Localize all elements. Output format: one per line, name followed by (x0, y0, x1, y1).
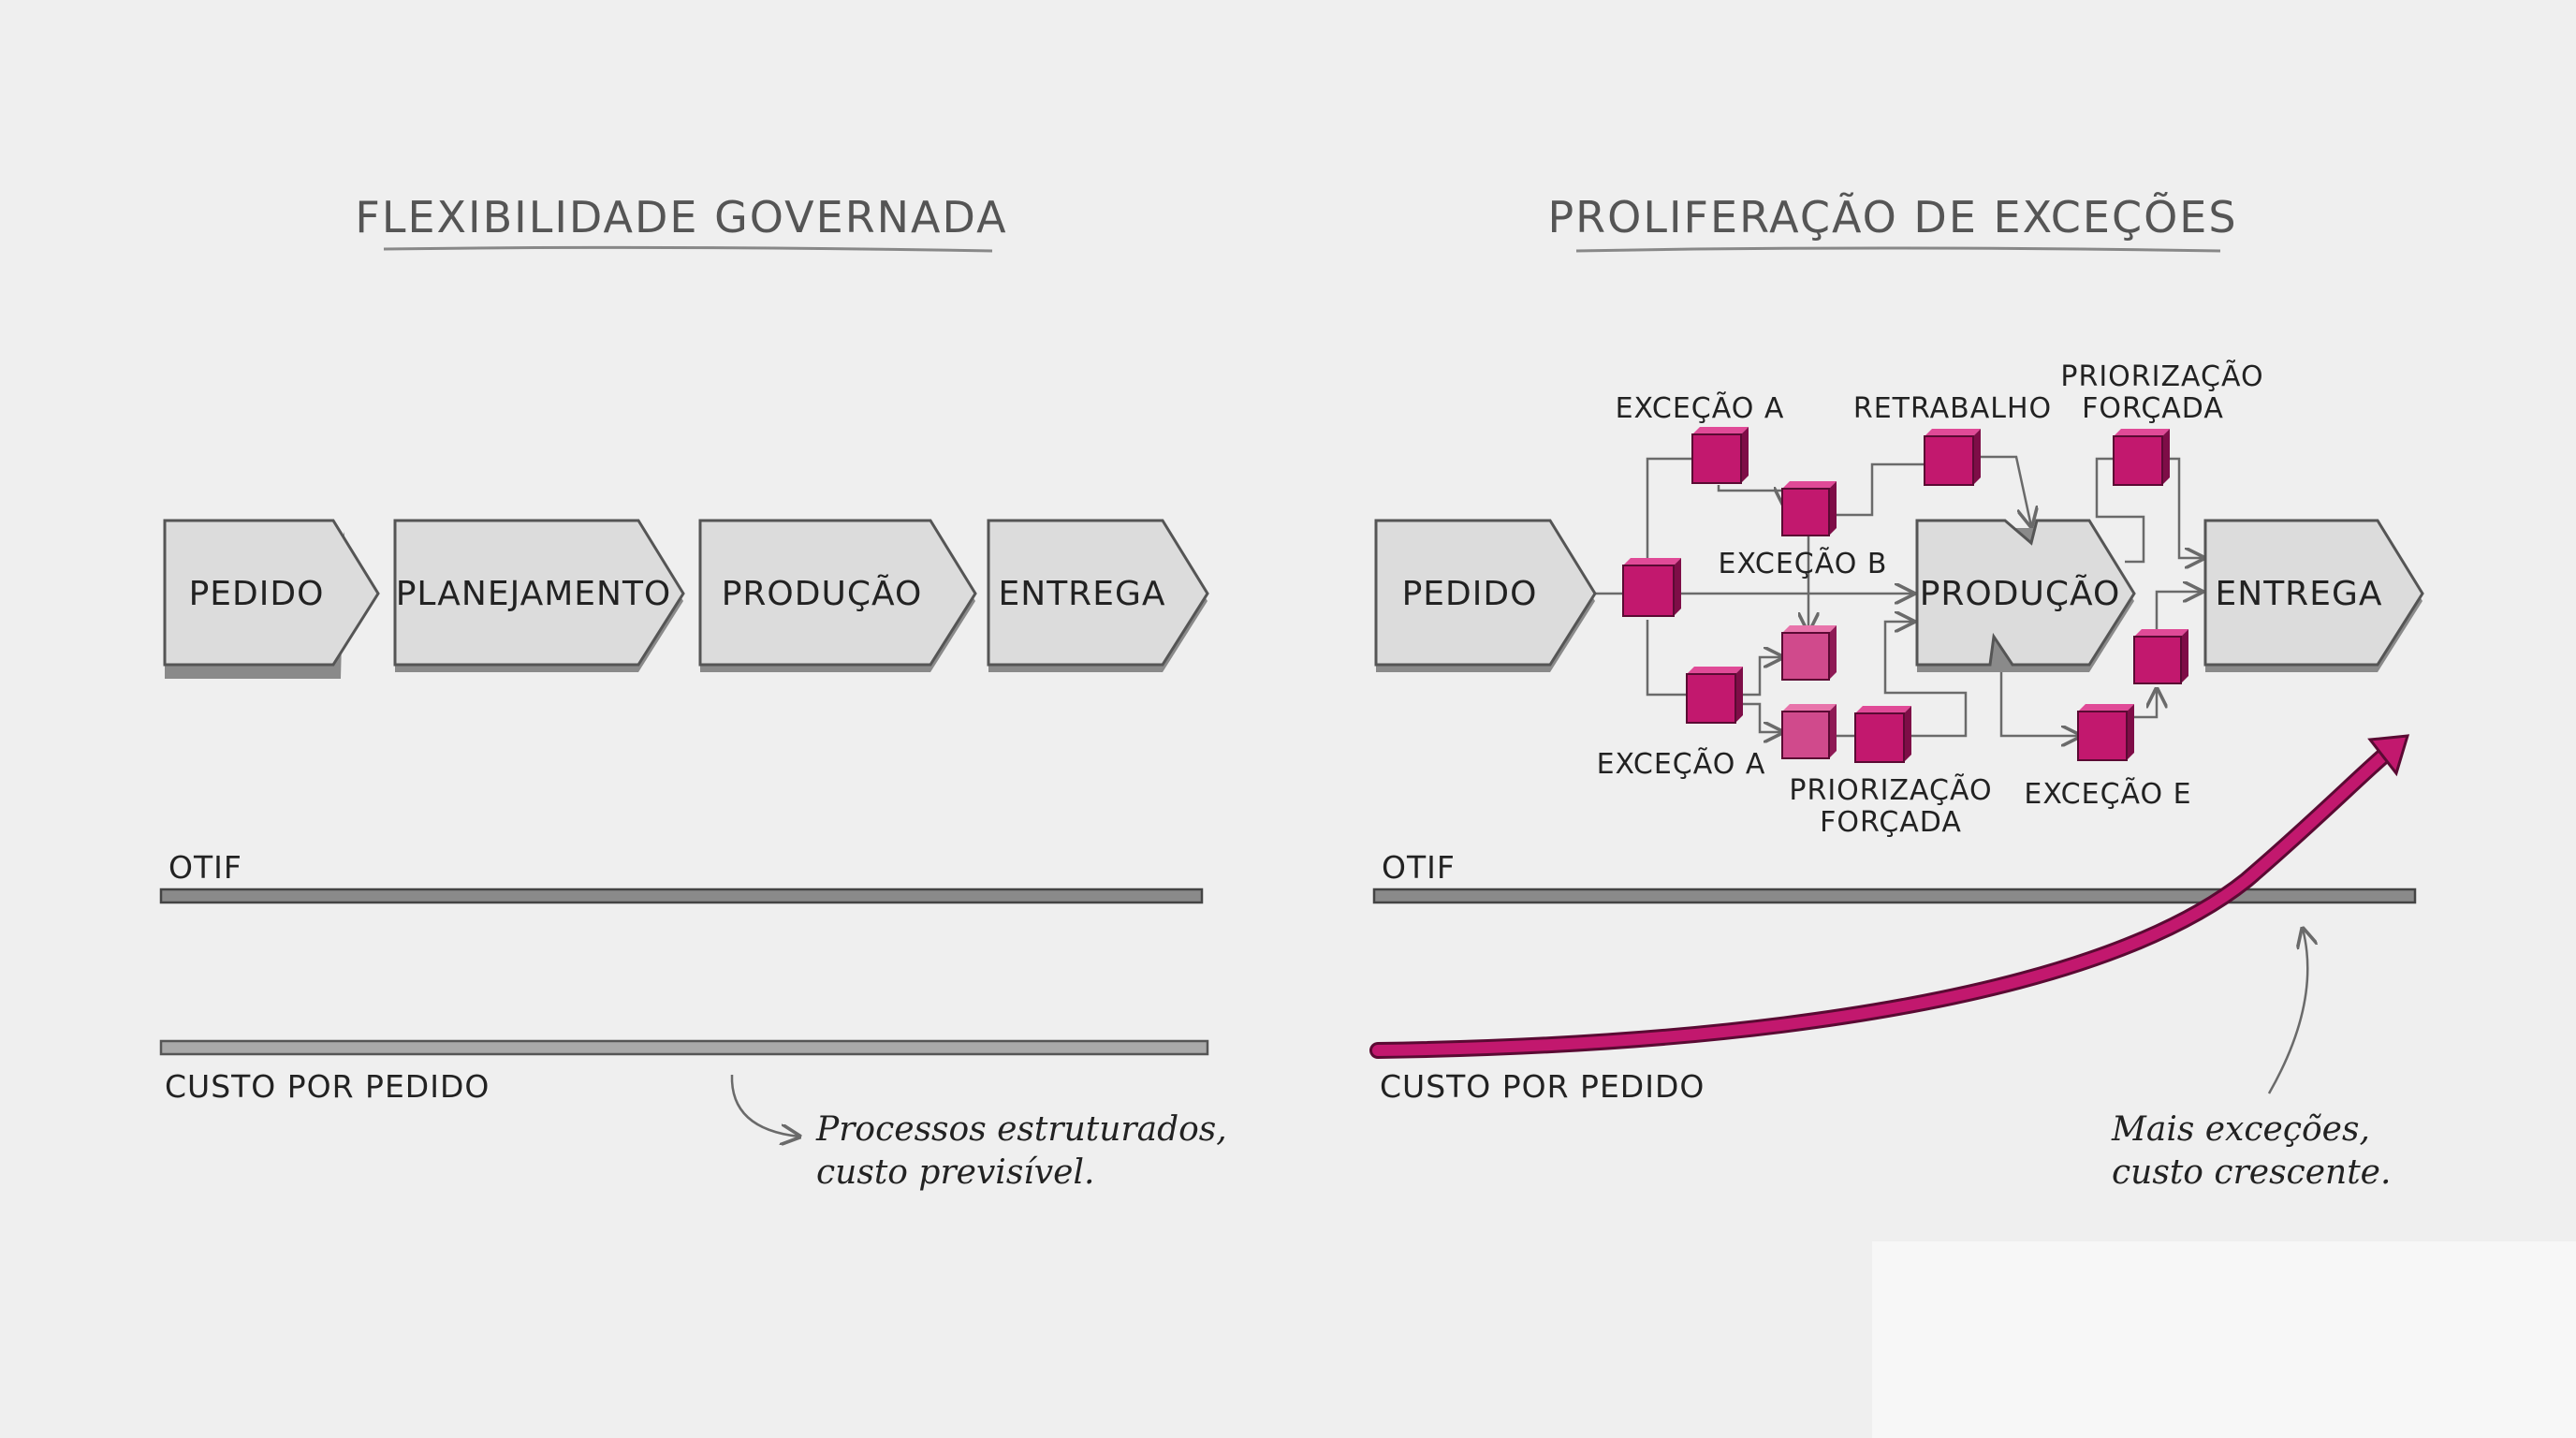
exception-cube (1622, 558, 1681, 617)
right-panel-title: PROLIFERAÇÃO DE EXCEÇÕES (1547, 192, 2237, 242)
right-otif-label: OTIF (1382, 849, 1456, 886)
left-otif-bar (159, 888, 1204, 904)
right-title-underline (1575, 246, 2221, 253)
exception-connectors (1591, 455, 2203, 736)
exception-cube (1924, 429, 1981, 486)
exception-cubes (1622, 427, 2188, 763)
left-note-line2: custo previsível. (816, 1153, 1094, 1192)
exception-cube (1781, 704, 1837, 759)
cost-curve (1372, 749, 2391, 1056)
stage-label-producao: PRODUÇÃO (722, 574, 923, 613)
left-panel: FLEXIBILIDADE GOVERNADA PEDIDO PLANEJAME… (159, 192, 1227, 1192)
exception-cube (2077, 704, 2134, 761)
label-priorizacao-top-1: PRIORIZAÇÃO (2060, 360, 2263, 393)
left-title-underline (383, 245, 993, 253)
stage-label-pedido: PEDIDO (189, 575, 325, 613)
exception-cube (1686, 667, 1743, 724)
left-cost-bar (159, 1039, 1209, 1056)
stage-label-entrega-right: ENTREGA (2216, 575, 2383, 613)
left-process-flow: PEDIDO PLANEJAMENTO PRODUÇÃO ENTREGA (163, 519, 1209, 679)
stage-label-entrega: ENTREGA (999, 575, 1166, 613)
exception-cube (1781, 625, 1837, 681)
right-note-arrow (2267, 929, 2307, 1094)
exception-cube (1691, 427, 1749, 484)
stage-chevron-producao: PRODUÇÃO (698, 519, 977, 672)
right-note-line1: Mais exceções, (2111, 1110, 2370, 1149)
right-note-line2: custo crescente. (2112, 1153, 2391, 1192)
stage-chevron-entrega: ENTREGA (987, 519, 1209, 672)
background-patch (1872, 1241, 2576, 1438)
stage-chevron-pedido: PEDIDO (163, 519, 380, 679)
right-otif-bar (1372, 888, 2417, 904)
exception-labels: EXCEÇÃO A RETRABALHO PRIORIZAÇÃO FORÇADA… (1597, 360, 2263, 839)
exception-cube (2113, 429, 2170, 486)
left-otif-label: OTIF (168, 849, 242, 886)
label-priorizacao-bottom-1: PRIORIZAÇÃO (1789, 773, 1992, 807)
left-cost-label: CUSTO POR PEDIDO (165, 1068, 490, 1105)
right-process-flow: PEDIDO PRODUÇÃO ENTREGA (1374, 519, 2424, 672)
label-priorizacao-bottom-2: FORÇADA (1820, 806, 1962, 839)
exception-cube (2133, 629, 2188, 684)
cost-curve-arrowhead (2367, 734, 2410, 777)
stage-chevron-producao-right: PRODUÇÃO (1915, 519, 2136, 672)
stage-chevron-planejamento: PLANEJAMENTO (393, 519, 685, 672)
stage-label-pedido-right: PEDIDO (1402, 575, 1538, 613)
exception-cube (1854, 706, 1911, 763)
stage-chevron-pedido-right: PEDIDO (1374, 519, 1597, 672)
stage-label-planejamento: PLANEJAMENTO (396, 575, 672, 613)
label-excecao-a-top: EXCEÇÃO A (1616, 391, 1785, 425)
exception-cube (1781, 481, 1837, 536)
label-excecao-a-bottom: EXCEÇÃO A (1597, 747, 1766, 781)
right-cost-label: CUSTO POR PEDIDO (1380, 1068, 1705, 1105)
stage-chevron-entrega-right: ENTREGA (2203, 519, 2424, 672)
stage-label-producao-right: PRODUÇÃO (1920, 574, 2121, 613)
label-priorizacao-top-2: FORÇADA (2082, 392, 2224, 425)
left-note-line1: Processos estruturados, (815, 1110, 1227, 1149)
label-excecao-b: EXCEÇÃO B (1719, 547, 1888, 580)
label-retrabalho: RETRABALHO (1853, 392, 2052, 425)
left-panel-title: FLEXIBILIDADE GOVERNADA (355, 192, 1007, 242)
right-panel: PROLIFERAÇÃO DE EXCEÇÕES (1369, 192, 2424, 1192)
left-note-arrow (730, 1074, 799, 1137)
label-excecao-e: EXCEÇÃO E (2024, 777, 2191, 811)
